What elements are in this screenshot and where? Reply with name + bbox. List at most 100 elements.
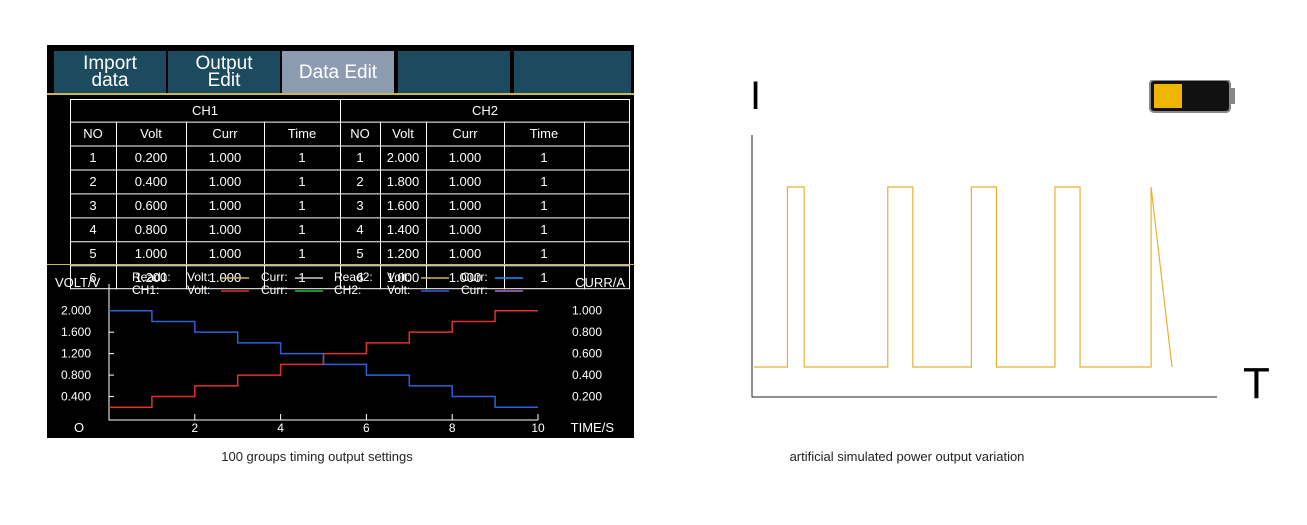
table-cell: 1 [298,269,306,285]
table-cell: 0.600 [134,197,168,213]
legend-row2-label: Curr: [461,283,488,297]
table-cell: 6 [356,269,364,285]
table-cell: 1 [89,150,97,166]
table-cell: 1 [298,221,306,237]
y2-tick-label: 0.200 [572,390,602,404]
legend-row2-label: CH1: [132,283,159,297]
y-axis-label: I [750,74,762,118]
table-cell: 0.200 [134,150,168,166]
table-cell: 1.000 [208,221,242,237]
table-cell: 0.800 [134,221,168,237]
y-tick-label: 1.200 [61,347,91,361]
table-grid [70,99,630,290]
battery-icon [1149,80,1235,113]
table-cell: 1.000 [448,269,482,285]
table-cell: 1.000 [208,173,242,189]
tab-empty-5[interactable] [514,51,631,93]
legend-row1-label: Curr: [261,270,288,284]
column-header: Curr [212,126,238,142]
table-cell: 1.000 [448,150,482,166]
y-tick-label: 2.000 [61,304,91,318]
table-cell: 2 [356,173,364,189]
x-axis-title: TIME/S [571,420,615,435]
y-axis-title: VOLT/V [55,275,101,290]
table-cell: 1.600 [386,197,420,213]
legend-row2-label: Volt: [187,283,210,297]
x-tick-label: 10 [531,421,545,435]
table-cell: 1 [540,197,548,213]
legend-row1-label: Volt: [387,270,410,284]
y-tick-label: 0.800 [61,368,91,382]
tab-divider [47,93,634,95]
legend-row2-label: Curr: [261,283,288,297]
table-cell: 1.000 [448,245,482,261]
y2-axis-title: CURR/A [575,275,625,290]
table-cell: 6 [89,269,97,285]
table-cell: 1.000 [208,269,242,285]
legend-row2-label: Volt: [387,283,410,297]
table-cell: 1 [298,245,306,261]
y2-tick-label: 0.600 [572,347,602,361]
table-cell: 1.000 [448,173,482,189]
output-waveform-chart [751,80,1235,398]
graph-divider [47,264,634,265]
y-tick-label: 0.400 [61,390,91,404]
y2-tick-label: 1.000 [572,304,602,318]
waveform-line [754,186,1173,368]
table-cell: 1.000 [386,269,420,285]
legend-row1-label: Read2: [334,270,373,284]
table-cell: 1.400 [386,221,420,237]
table-cell: 2 [89,173,97,189]
group-header-ch1: CH1 [191,102,218,118]
table-cell: 1 [298,173,306,189]
group-header-ch2: CH2 [471,102,498,118]
column-header: NO [350,126,370,142]
tab-empty-4[interactable] [398,51,510,93]
tab-import-data[interactable]: Import data [54,51,166,93]
table-cell: 4 [89,221,97,237]
column-header: Curr [452,126,478,142]
series-line-2 [109,309,538,409]
tab-output-edit[interactable]: Output Edit [168,51,280,93]
column-header: Volt [392,126,414,142]
column-header: Volt [140,126,162,142]
table-cell: 1 [540,269,548,285]
chart-axes [108,284,538,421]
x-origin-label: O [74,420,84,435]
table-cell: 1.000 [448,221,482,237]
column-header: Time [529,126,559,142]
legend-row1-label: Curr: [461,270,488,284]
tab-bar: Import data Output Edit Data Edit [47,45,634,95]
table-cell: 1.200 [386,245,420,261]
table-cell: 4 [356,221,364,237]
table-cell: 5 [89,245,97,261]
table-cell: 1.800 [386,173,420,189]
table-cell: 1.000 [134,245,168,261]
legend-row2-label: CH2: [334,283,361,297]
table-cell: 1 [356,150,364,166]
table-cell: 3 [89,197,97,213]
x-tick-label: 6 [363,421,370,435]
legend-row1-label: Read1: [132,270,171,284]
right-caption: artificial simulated power output variat… [789,449,1025,464]
column-header: Time [287,126,317,142]
column-header: NO [83,126,103,142]
table-cell: 1 [298,150,306,166]
table-cell: 1 [540,245,548,261]
y2-tick-label: 0.800 [572,325,602,339]
x-axis-label: T [1243,359,1270,408]
tab-data-edit[interactable]: Data Edit [282,51,394,93]
y2-tick-label: 0.400 [572,368,602,382]
table-cell: 5 [356,245,364,261]
table-cell: 3 [356,197,364,213]
table-cell: 1 [298,197,306,213]
legend-row1-label: Volt: [187,270,210,284]
table-cell: 1 [540,150,548,166]
table-cell: 1 [540,221,548,237]
table-cell: 0.400 [134,173,168,189]
x-tick-label: 4 [277,421,284,435]
table-cell: 1.200 [134,269,168,285]
table-cell: 1.000 [208,245,242,261]
table-cell: 2.000 [386,150,420,166]
